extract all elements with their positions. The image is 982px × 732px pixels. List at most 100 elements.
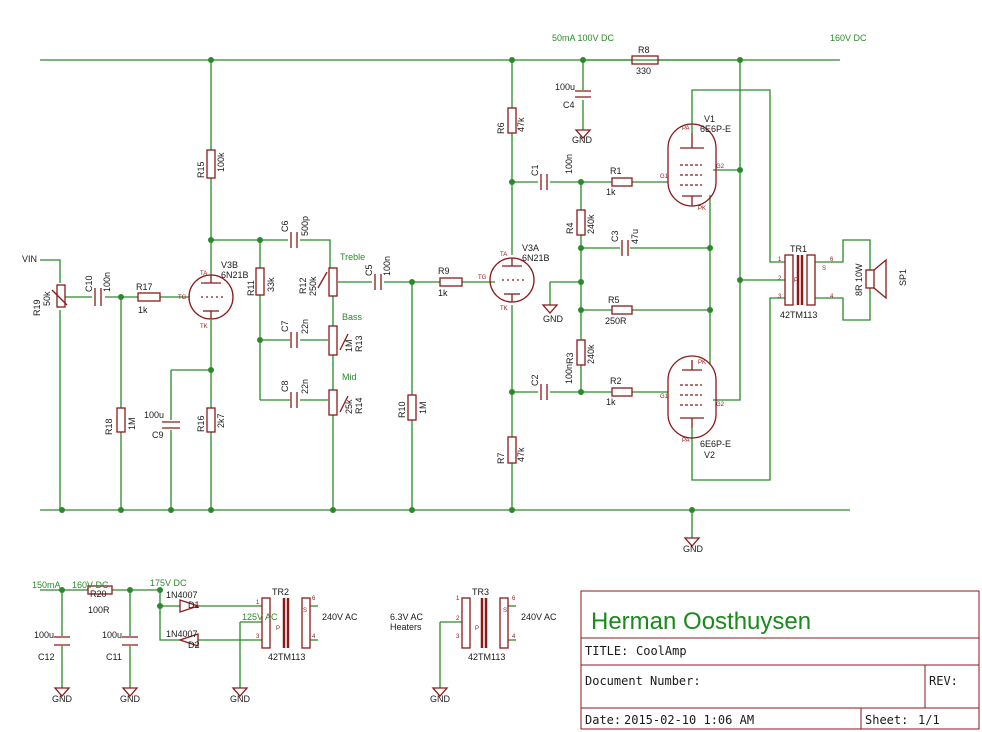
ref-c9: C9 (152, 430, 164, 440)
net-vin: VIN (22, 254, 37, 264)
pin-v1-g2: G2 (716, 164, 725, 170)
net-rail-160v: 160V DC (830, 33, 867, 43)
pin-tr3-s: S (503, 608, 507, 614)
val-r19: 50k (42, 291, 52, 306)
val-c12: 100u (34, 630, 54, 640)
val-r12: 250k (308, 276, 318, 296)
ref-v3a: V3A (522, 243, 539, 253)
ref-r14: R14 (354, 397, 364, 414)
val-tr2: 42TM113 (268, 652, 305, 662)
ref-tr1: TR1 (790, 244, 807, 254)
ref-r4: R4 (565, 222, 575, 234)
author-name: Herman Oosthuysen (591, 608, 811, 635)
pin-tr3-p: P (475, 626, 479, 632)
ref-tr2: TR2 (272, 587, 289, 597)
val-c2: 100n (564, 364, 574, 384)
net-tr3-240v: 240V AC (521, 612, 557, 622)
net-tr3-63v: 6.3V AC (390, 612, 424, 622)
component-labels: R19 50k C10 100n R17 1k R18 1M 100u C9 R… (32, 45, 908, 662)
pin-tr3-3: 3 (456, 634, 460, 640)
pin-v3b-tk: TK (200, 324, 208, 330)
val-v1: 6E6P-E (700, 124, 731, 134)
ref-r12: R12 (298, 277, 308, 294)
val-c8: 22n (300, 379, 310, 394)
ref-c2: C2 (530, 374, 540, 386)
pin-tr2-1: 1 (256, 600, 260, 606)
gnd-label-tr2: GND (230, 694, 251, 704)
ref-sp1: SP1 (898, 269, 908, 286)
val-r2: 1k (606, 397, 616, 407)
val-r20: 100R (88, 605, 110, 615)
gnd-label-main: GND (683, 544, 704, 554)
ref-r17: R17 (136, 282, 153, 292)
val-v2: 6E6P-E (700, 439, 731, 449)
val-r10: 1M (418, 401, 428, 414)
pin-tr1-s: S (822, 266, 826, 272)
val-r8: 330 (636, 66, 651, 76)
val-c7: 22n (300, 319, 310, 334)
pin-v3b-ta: TA (200, 271, 207, 277)
val-r5: 250R (605, 316, 627, 326)
title-block: Herman Oosthuysen TITLE: CoolAmp Documen… (580, 590, 980, 730)
ref-c12: C12 (38, 652, 55, 662)
val-r7: 47k (516, 447, 526, 462)
date-label: Date: (585, 713, 621, 727)
net-tr2-240v: 240V AC (322, 612, 358, 622)
gnd-label-r5: GND (543, 314, 564, 324)
ref-c7: C7 (280, 320, 290, 332)
pin-v2-g2: G2 (716, 402, 725, 408)
net-labels: VIN 50mA 100V DC 160V DC Treble Bass Mid… (22, 33, 867, 704)
pin-tr3-6: 6 (512, 596, 516, 602)
val-c11: 100u (102, 630, 122, 640)
pin-tr1-6: 6 (830, 257, 834, 263)
net-mid: Mid (342, 372, 357, 382)
rev-label: REV: (929, 674, 958, 688)
pin-tr2-p: P (276, 626, 280, 632)
title-label: TITLE: (585, 644, 628, 658)
net-tr3-heaters: Heaters (390, 622, 422, 632)
gnd-label-c12: GND (52, 694, 73, 704)
ref-r11: R11 (246, 280, 256, 296)
ref-c4: C4 (563, 100, 575, 110)
val-r18: 1M (127, 417, 137, 430)
ref-c5: C5 (364, 264, 374, 276)
val-c9: 100u (144, 410, 164, 420)
net-psu-175v: 175V DC (150, 578, 187, 588)
val-r11: 33k (266, 277, 276, 292)
ref-r6: R6 (496, 122, 506, 134)
val-v3a: 6N21B (522, 253, 550, 263)
ref-r8: R8 (638, 45, 650, 55)
net-treble: Treble (340, 252, 365, 262)
val-r15: 100k (216, 152, 226, 172)
net-psu-160v: 160V DC (72, 580, 109, 590)
wires (40, 59, 871, 688)
pin-tr3-1: 1 (456, 596, 460, 602)
pin-v1-pa: PA (682, 126, 690, 132)
ref-v3b: V3B (221, 260, 238, 270)
ref-tr3: TR3 (472, 587, 489, 597)
ref-r2: R2 (610, 376, 622, 386)
val-r13: 1M (344, 339, 354, 352)
pin-tr2-6: 6 (312, 596, 316, 602)
pin-v3b-tg: TG (178, 295, 187, 301)
ref-r5: R5 (608, 295, 620, 305)
ref-v2: V2 (704, 450, 715, 460)
val-r9: 1k (438, 288, 448, 298)
ref-c3: C3 (610, 230, 620, 242)
val-c5: 100n (382, 256, 392, 276)
ref-r9: R9 (438, 266, 450, 276)
val-tr3: 42TM113 (468, 652, 505, 662)
pin-tr2-4: 4 (312, 634, 316, 640)
pin-tr2-3: 3 (256, 634, 260, 640)
val-c1: 100n (564, 154, 574, 174)
ref-r13: R13 (354, 335, 364, 352)
date-value: 2015-02-10 1:06 AM (624, 713, 754, 727)
gnd-label-c4: GND (572, 135, 593, 145)
pin-v1-g1: G1 (660, 174, 669, 180)
pin-tr1-3: 3 (778, 294, 782, 300)
sheet-value: 1/1 (918, 713, 940, 727)
net-psu-125v: 125V AC (242, 612, 278, 622)
pin-tr1-1: 1 (778, 257, 782, 263)
ref-r7: R7 (496, 452, 506, 464)
